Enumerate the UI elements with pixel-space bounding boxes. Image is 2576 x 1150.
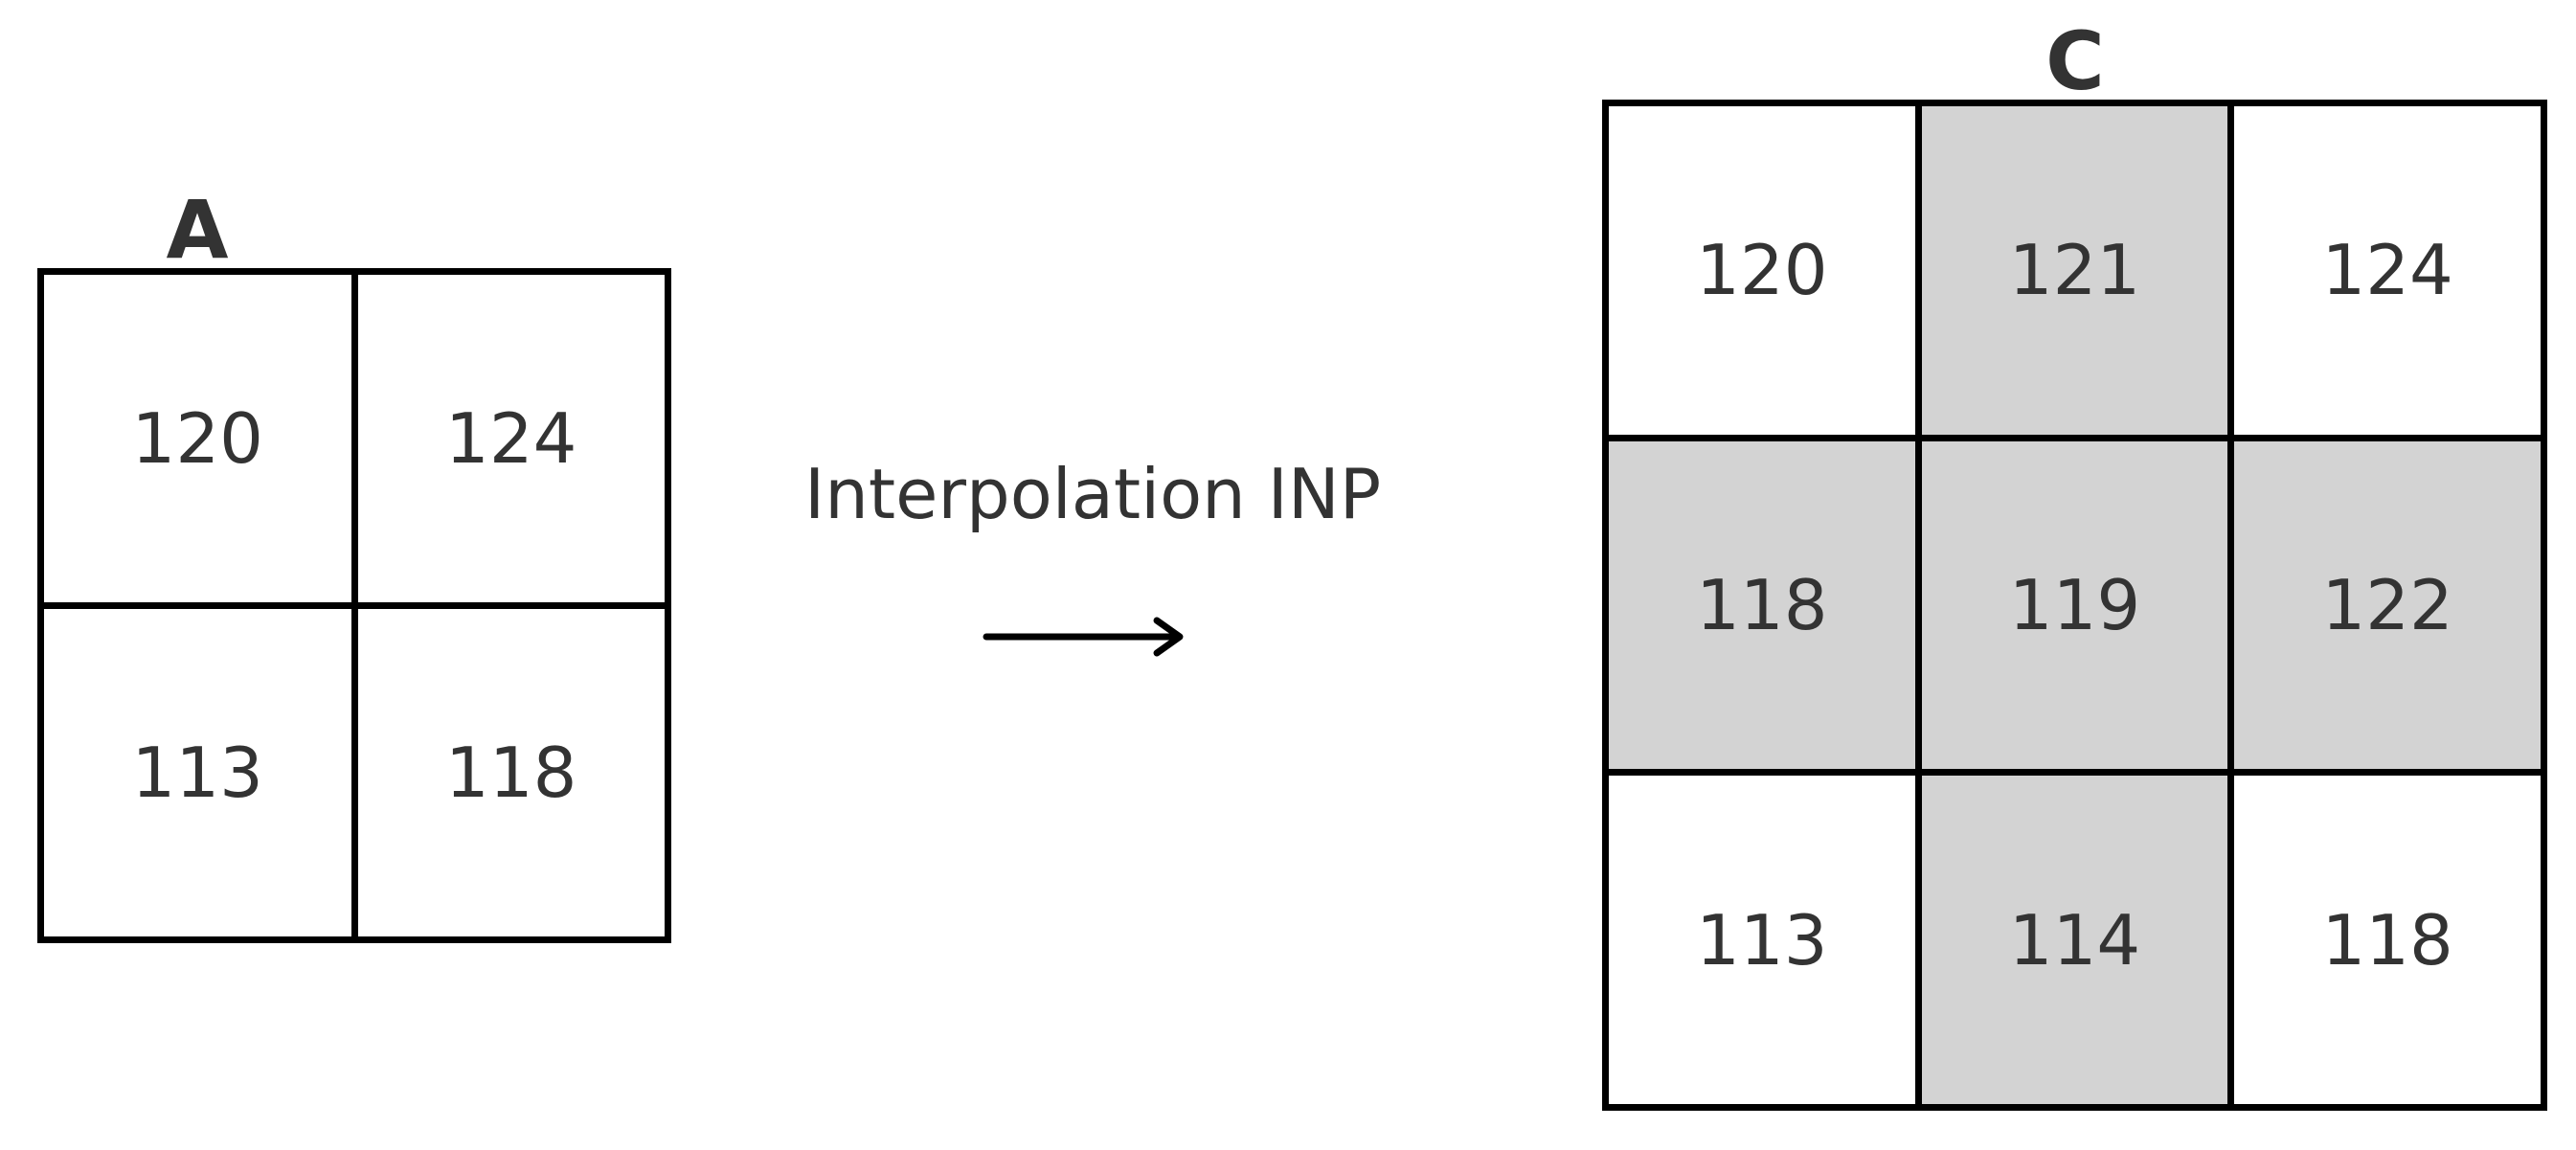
matrix-c-label: C <box>2045 14 2105 108</box>
right-arrow-icon <box>983 617 1184 657</box>
matrix-c-cell-interpolated: 121 <box>1921 106 2228 435</box>
matrix-a-cell: 120 <box>44 275 351 602</box>
matrix-c-cell-interpolated: 119 <box>1921 440 2228 770</box>
matrix-c-cell-interpolated: 114 <box>1921 776 2228 1104</box>
matrix-c-cell-original: 113 <box>1609 776 1915 1104</box>
matrix-c-cell-interpolated: 122 <box>2234 440 2541 770</box>
matrix-a-label: A <box>166 183 229 277</box>
matrix-c-cell-original: 124 <box>2234 106 2541 435</box>
matrix-a-cell: 124 <box>357 275 665 602</box>
matrix-a-grid: 120 124 113 118 <box>37 268 671 943</box>
operation-label: Interpolation INP <box>804 454 1382 534</box>
matrix-c-cell-original: 118 <box>2234 776 2541 1104</box>
matrix-a-cell: 118 <box>357 609 665 936</box>
matrix-c-cell-interpolated: 118 <box>1609 440 1915 770</box>
matrix-a-cell: 113 <box>44 609 351 936</box>
matrix-c-cell-original: 120 <box>1609 106 1915 435</box>
matrix-c-grid: 120 121 124 118 119 122 113 114 118 <box>1602 100 2547 1111</box>
